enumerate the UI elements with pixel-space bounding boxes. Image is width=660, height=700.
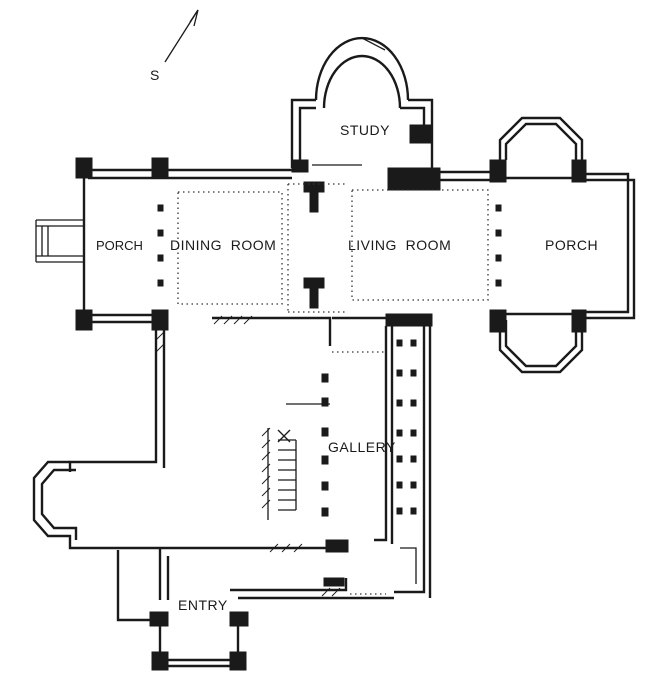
- room-label-dining-room: DINING ROOM: [170, 237, 276, 253]
- entry-walls: [116, 548, 394, 671]
- room-label-living-room: LIVING ROOM: [348, 237, 451, 253]
- room-label-gallery: GALLERY: [328, 439, 396, 455]
- arcade-piers: [396, 339, 417, 515]
- main-walls: [35, 157, 507, 346]
- study-walls: [290, 36, 441, 191]
- gallery-walls: [32, 320, 432, 598]
- right-porch-walls: [498, 116, 636, 374]
- compass-label: S: [150, 67, 160, 83]
- ceiling-outlines: [177, 183, 489, 595]
- room-label-porch-right: PORCH: [545, 237, 598, 253]
- compass: S: [150, 9, 199, 83]
- room-label-study: STUDY: [340, 122, 390, 138]
- dining-columns: [157, 204, 502, 287]
- room-label-porch-left: PORCH: [96, 238, 143, 253]
- room-label-entry: ENTRY: [178, 597, 228, 613]
